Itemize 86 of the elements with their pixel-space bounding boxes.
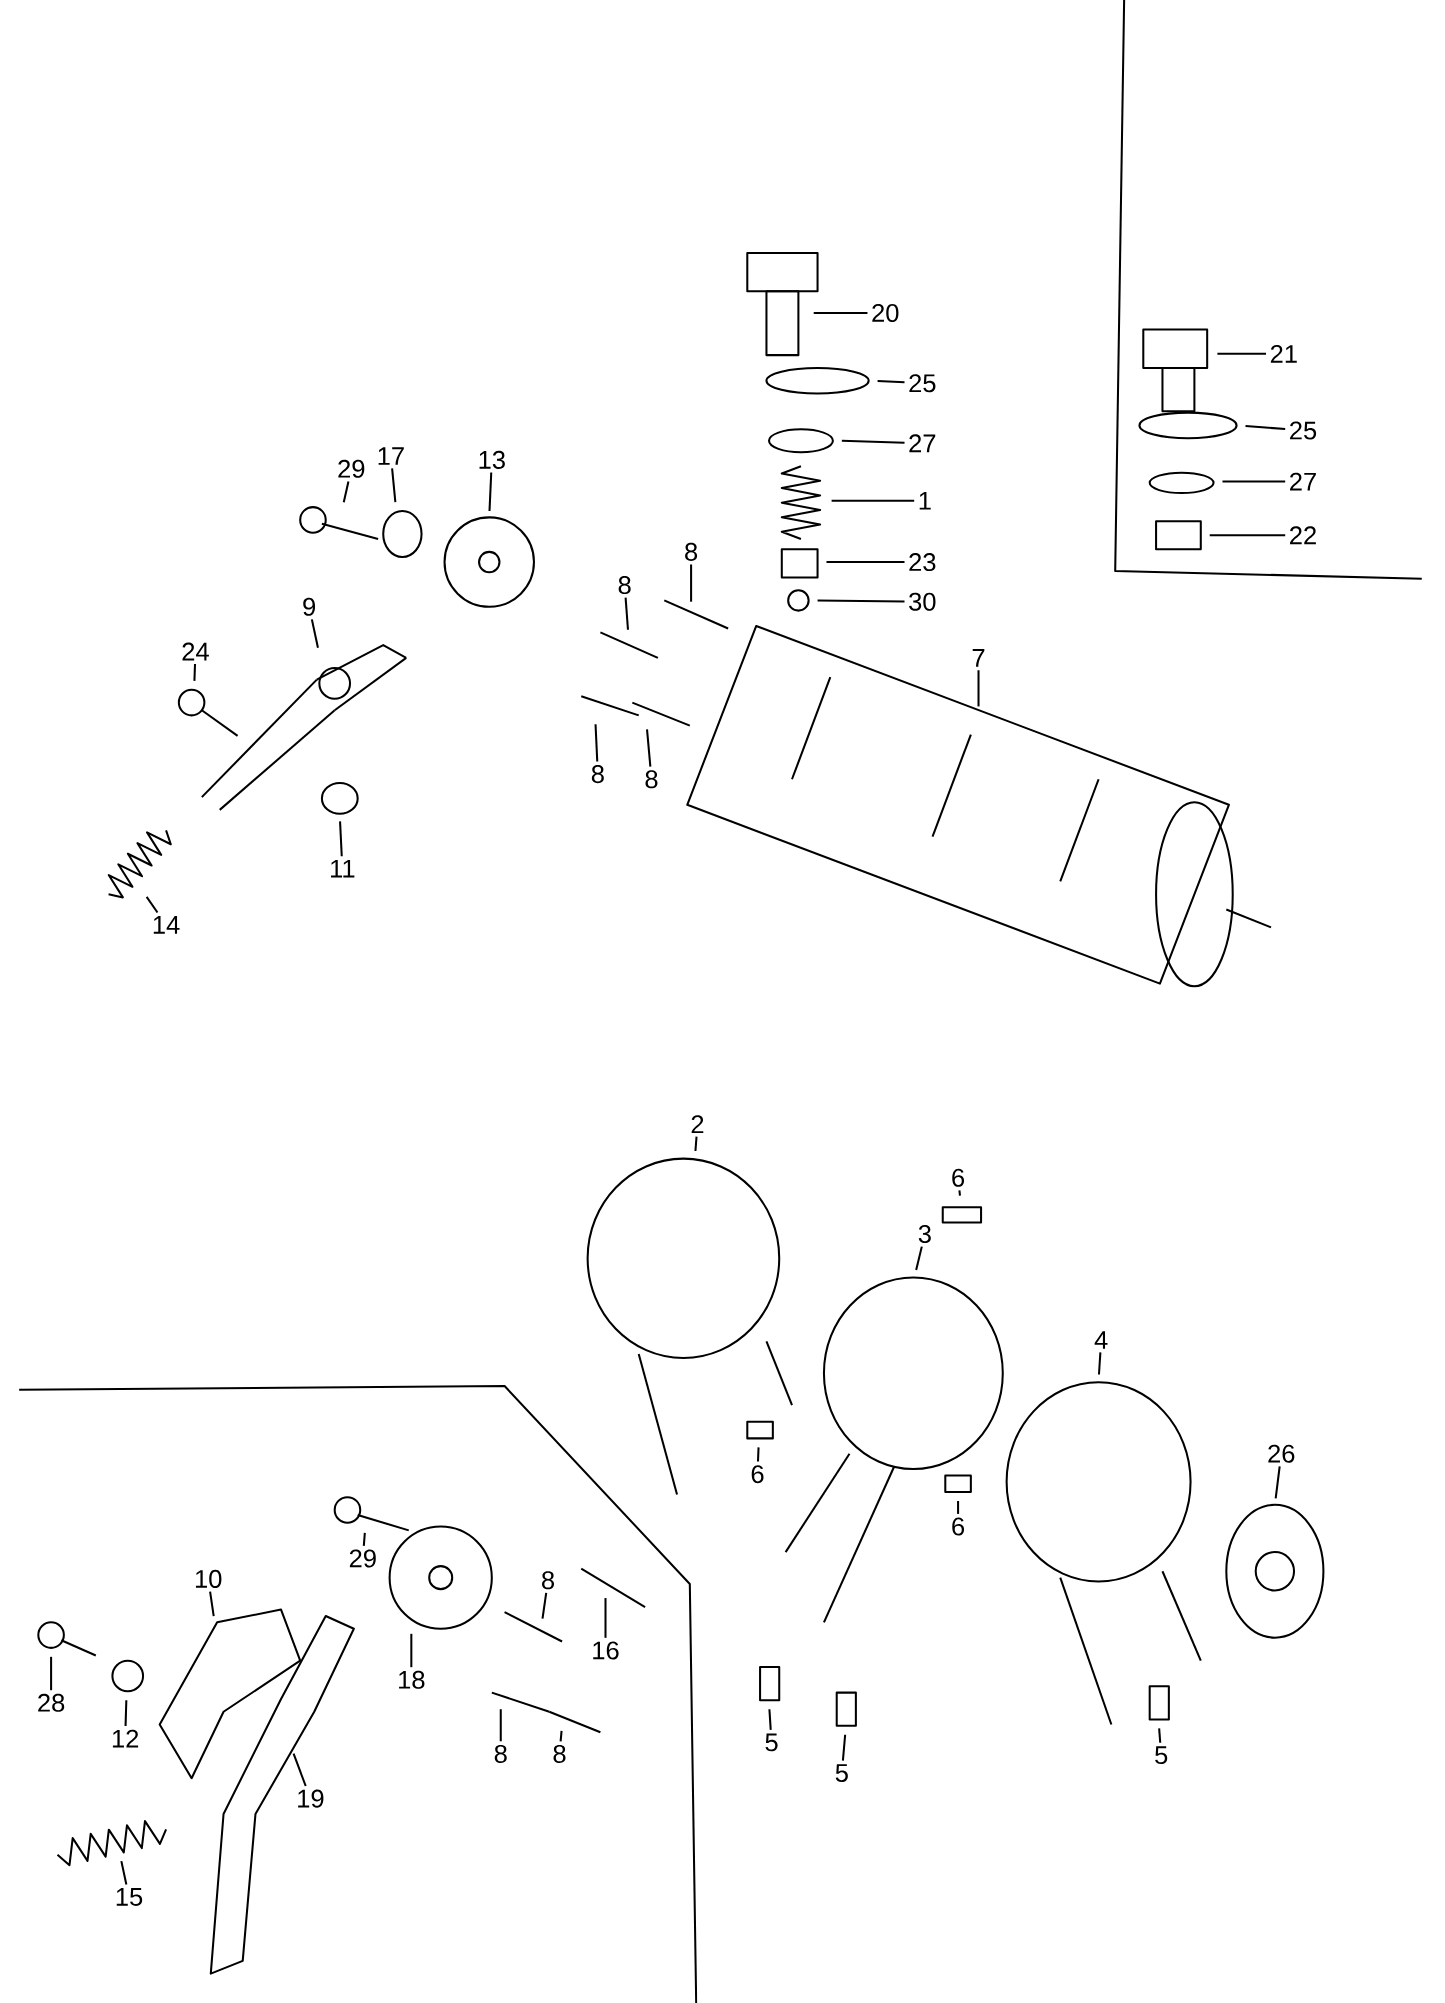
- leader-line: [826, 561, 905, 564]
- leader-line: [1209, 534, 1286, 537]
- leader-line: [311, 619, 320, 648]
- callout-number: 21: [1271, 344, 1297, 363]
- callout-number: 6: [952, 1168, 965, 1187]
- callout-number: 8: [553, 1744, 566, 1763]
- leader-line: [813, 311, 868, 314]
- callout-number: 3: [918, 1224, 931, 1244]
- leader-line: [362, 1532, 366, 1546]
- leader-line: [1217, 352, 1267, 355]
- leader-line: [877, 379, 905, 384]
- callout-number: 13: [479, 450, 505, 469]
- leader-line: [604, 1598, 607, 1638]
- callout-number: 27: [1290, 472, 1316, 491]
- callout-number: 18: [399, 1670, 425, 1689]
- leader-line: [594, 724, 599, 762]
- leader-line: [1158, 1728, 1162, 1743]
- leader-line: [410, 1633, 413, 1668]
- leader-line: [831, 499, 915, 502]
- leader-line: [842, 1734, 847, 1761]
- leader-line: [50, 1656, 53, 1691]
- callout-number: 26: [1268, 1444, 1295, 1463]
- callout-number: 30: [909, 592, 936, 611]
- leader-line: [841, 439, 905, 444]
- callout-number: 8: [618, 576, 631, 595]
- leader-line: [391, 468, 397, 503]
- callout-number: 28: [38, 1693, 65, 1712]
- leader-line: [977, 670, 980, 707]
- leader-line: [624, 597, 630, 630]
- callout-number: 7: [972, 649, 985, 667]
- callout-number: 16: [593, 1641, 619, 1660]
- leader-line: [209, 1591, 215, 1617]
- callout-number: 14: [153, 916, 180, 934]
- callout-number: 4: [1094, 1331, 1108, 1349]
- leader-line: [1098, 1352, 1102, 1375]
- callout-number: 2: [691, 1115, 704, 1134]
- leader-line: [957, 1501, 960, 1514]
- leader-line: [1222, 480, 1286, 483]
- callout-number: 25: [1290, 421, 1317, 440]
- callout-number: 27: [909, 434, 936, 453]
- callout-number: 8: [542, 1571, 555, 1590]
- callout-number: 29: [338, 459, 365, 478]
- leader-line: [339, 821, 343, 857]
- leader-line: [342, 481, 350, 503]
- leader-line: [541, 1592, 548, 1619]
- leader-line: [757, 1447, 760, 1462]
- callout-number: 29: [350, 1549, 376, 1568]
- leader-line: [499, 1709, 502, 1742]
- callout-number: 11: [331, 859, 355, 878]
- leader-line: [124, 1700, 128, 1727]
- callout-number: 5: [1155, 1746, 1168, 1765]
- leader-line: [690, 564, 693, 602]
- leader-line: [1245, 424, 1286, 431]
- callout-number: 6: [952, 1517, 965, 1536]
- leader-line: [1274, 1466, 1281, 1499]
- callout-number: 22: [1290, 526, 1316, 545]
- leader-line: [559, 1730, 563, 1742]
- callout-number: 15: [116, 1888, 143, 1906]
- callout-number: 9: [303, 597, 316, 616]
- leader-line: [694, 1136, 698, 1152]
- leader-line: [193, 663, 197, 681]
- callout-number: 1: [919, 492, 931, 510]
- callout-number: 8: [645, 770, 658, 789]
- callout-number: 8: [685, 542, 698, 561]
- callout-number: 8: [494, 1744, 507, 1763]
- callout-number: 24: [182, 642, 210, 661]
- callout-number: 8: [591, 765, 604, 784]
- leader-line: [488, 472, 493, 512]
- callout-number: 10: [196, 1569, 222, 1588]
- callout-number: 6: [751, 1465, 764, 1484]
- callout-number: 23: [909, 553, 936, 572]
- callout-number: 17: [378, 447, 404, 465]
- leader-line: [646, 729, 652, 767]
- leader-line: [915, 1246, 923, 1271]
- leader-line: [817, 599, 905, 603]
- leader-line: [768, 1709, 772, 1730]
- callout-number: 20: [872, 303, 899, 322]
- leader-line: [292, 1753, 307, 1787]
- callout-number: 5: [765, 1733, 778, 1752]
- callout-number: 19: [298, 1789, 324, 1808]
- leader-line: [145, 896, 159, 914]
- leader-line: [120, 1860, 128, 1885]
- callout-number: 5: [835, 1764, 848, 1782]
- callout-number: 25: [909, 374, 936, 393]
- callout-number: 12: [113, 1729, 139, 1748]
- leader-line: [958, 1190, 962, 1196]
